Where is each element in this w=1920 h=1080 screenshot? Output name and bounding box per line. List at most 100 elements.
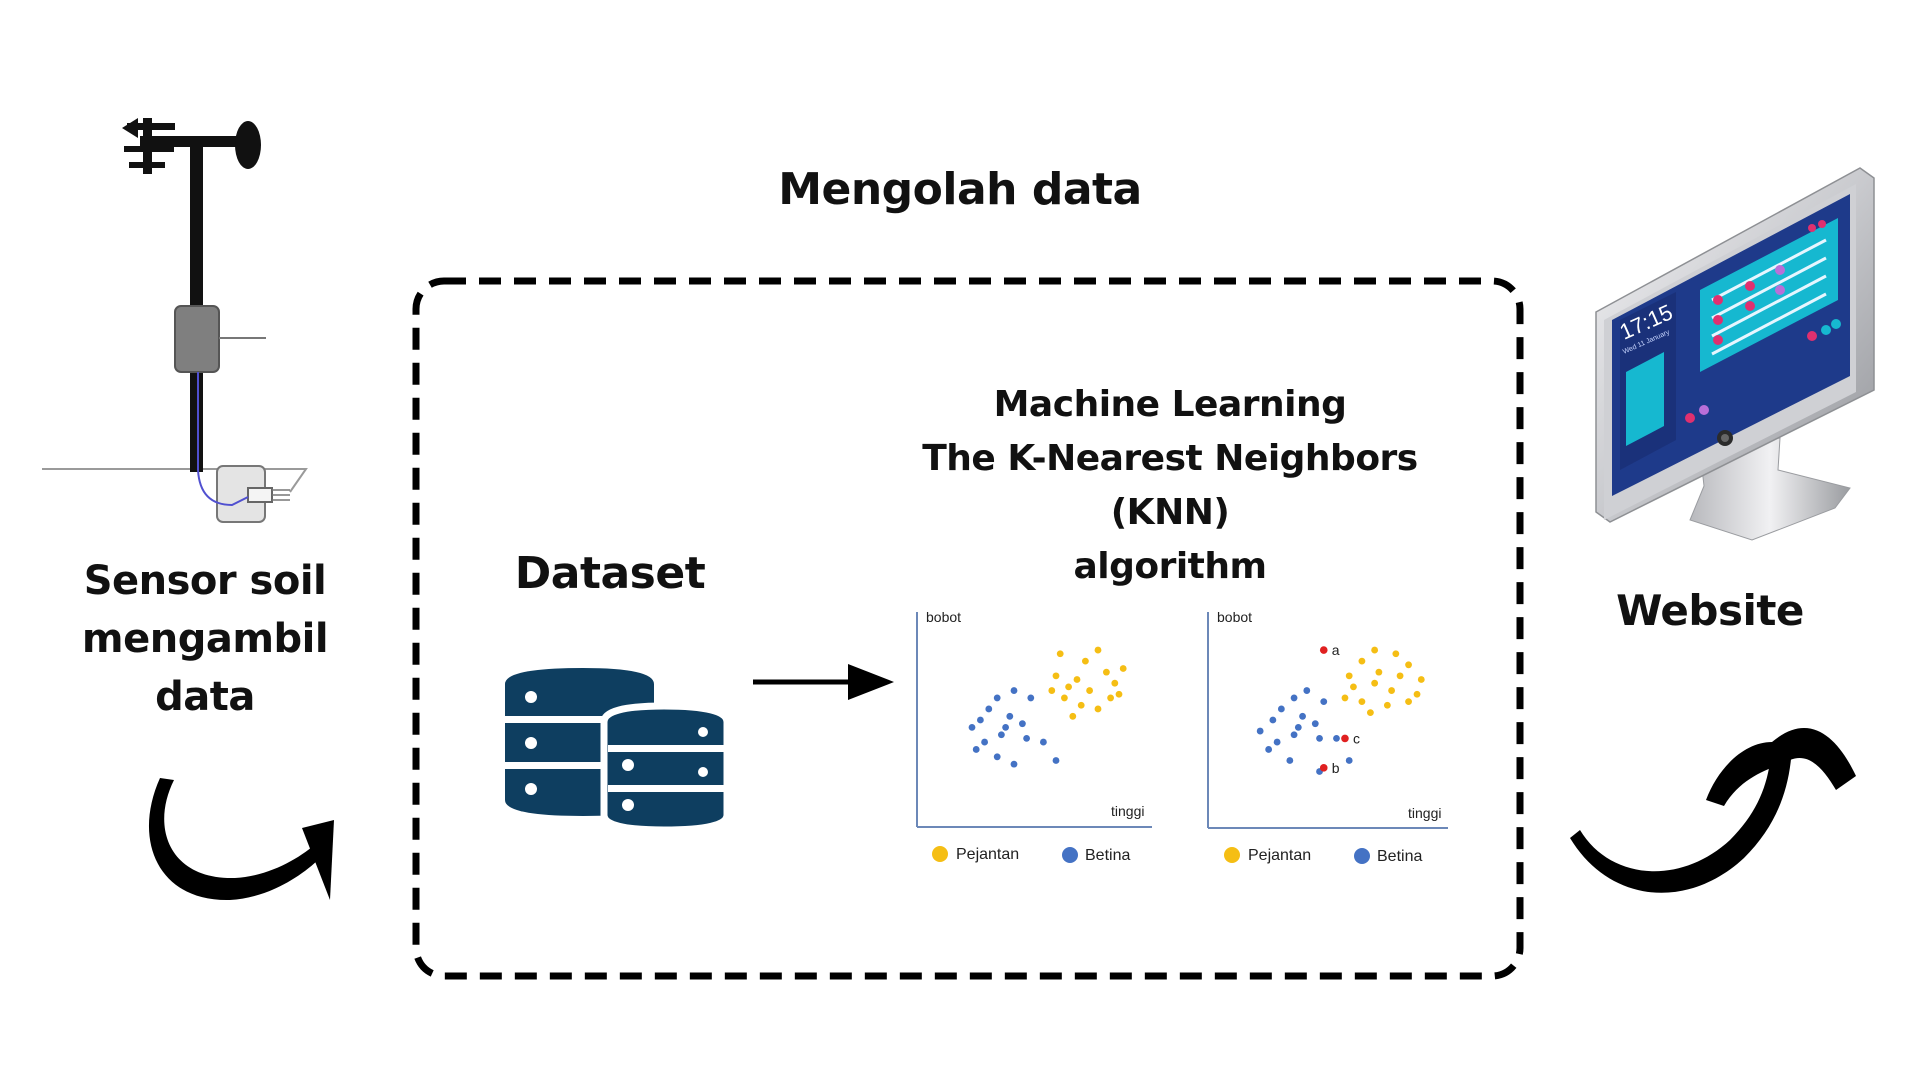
- legend-pejantan-label: Pejantan: [1248, 847, 1311, 864]
- scatter-point-betina-10: [1023, 735, 1030, 742]
- legend-pejantan-marker: [1224, 847, 1240, 863]
- scatter-point-betina-1: [1290, 694, 1298, 702]
- scatter-point-betina-16: [1027, 694, 1035, 702]
- scatter-point-betina-0: [1303, 687, 1311, 694]
- scatter-point-betina-7: [968, 723, 976, 731]
- database-icon: [505, 668, 731, 834]
- scatter-point-betina-14: [1040, 738, 1047, 746]
- scatter-point-betina-3: [1299, 712, 1306, 720]
- scatter-point-betina-2: [985, 705, 993, 713]
- scatter-point-betina-8: [981, 738, 988, 746]
- ml-caption-line-3: algorithm: [1073, 546, 1267, 587]
- curved-arrow-left: [148, 778, 334, 901]
- scatter-point-betina-13: [1010, 760, 1018, 768]
- ml-caption: Machine Learning The K-Nearest Neighbors…: [860, 378, 1480, 594]
- scatter-point-betina-11: [1265, 746, 1273, 753]
- query-point-a: [1319, 646, 1328, 654]
- scatter-point-betina-9: [998, 731, 1005, 739]
- scatter-point-pejantan-1: [1358, 657, 1366, 665]
- scatter-point-betina-11: [972, 746, 980, 753]
- scatter-point-pejantan-9: [1086, 687, 1093, 694]
- sensor-caption-line-3: data: [155, 674, 255, 720]
- scatter-point-pejantan-1: [1082, 657, 1089, 665]
- scatter-point-pejantan-0: [1371, 646, 1379, 654]
- legend-betina-marker: [1354, 848, 1370, 864]
- scatter-point-betina-12: [1286, 757, 1294, 764]
- scatter-point-pejantan-9: [1371, 679, 1379, 687]
- scatter-point-pejantan-2: [1392, 650, 1400, 658]
- scatter-point-betina-4: [1269, 716, 1277, 724]
- scatter-point-betina-2: [1277, 705, 1285, 713]
- knn-scatter-chart-query: bobot tinggi acb Pejantan Betina: [1207, 609, 1448, 865]
- scatter-point-pejantan-6: [1111, 679, 1119, 687]
- scatter-point-pejantan-14: [1069, 712, 1077, 720]
- scatter-point-pejantan-6: [1396, 672, 1404, 680]
- scatter-point-pejantan-4: [1073, 676, 1081, 683]
- scatter-point-pejantan-14: [1383, 701, 1391, 709]
- processing-box: [412, 277, 1524, 980]
- query-point-b: [1319, 764, 1328, 772]
- monitor-illustration: 17:15 Wed 11 January: [1595, 167, 1875, 541]
- ml-caption-line-1: Machine Learning: [993, 384, 1347, 425]
- query-point-label-b: b: [1332, 760, 1340, 776]
- scatter-point-pejantan-16: [1115, 690, 1123, 698]
- scatter-point-pejantan-16: [1405, 698, 1412, 705]
- scatter-point-pejantan-8: [1065, 683, 1072, 691]
- scatter-point-pejantan-11: [1413, 690, 1421, 698]
- scatter-point-pejantan-13: [1094, 705, 1102, 713]
- curved-arrow-right: [1570, 728, 1856, 893]
- sensor-caption-line-1: Sensor soil: [83, 558, 327, 604]
- chart2-query-points: a cb: [1319, 642, 1360, 776]
- scatter-point-betina-4: [977, 716, 984, 724]
- scatter-point-pejantan-3: [1052, 672, 1060, 680]
- scatter-point-pejantan-4: [1345, 672, 1353, 680]
- scatter-point-betina-5: [1002, 723, 1009, 731]
- heading-processing: Mengolah data: [778, 164, 1142, 215]
- knn-scatter-chart-training: bobot tinggi Pejantan Betina: [916, 609, 1152, 864]
- chart2-points: [1256, 646, 1425, 775]
- chart1-xlabel: tinggi: [1111, 803, 1144, 819]
- scatter-point-betina-10: [1316, 735, 1323, 742]
- scatter-point-betina-15: [1345, 757, 1353, 764]
- scatter-point-betina-6: [1019, 720, 1026, 728]
- dataset-caption: Dataset: [514, 548, 706, 599]
- legend-betina-marker: [1062, 847, 1078, 863]
- scatter-point-pejantan-12: [1341, 694, 1349, 702]
- website-caption: Website: [1616, 586, 1804, 635]
- scatter-point-pejantan-7: [1119, 665, 1127, 672]
- scatter-point-betina-1: [993, 694, 1001, 702]
- scatter-point-betina-9: [1290, 731, 1298, 739]
- scatter-point-pejantan-15: [1367, 709, 1374, 717]
- scatter-point-betina-6: [1311, 720, 1319, 728]
- ml-caption-line-2: The K-Nearest Neighbors (KNN): [922, 438, 1418, 533]
- scatter-point-pejantan-7: [1417, 676, 1425, 683]
- legend-betina-label: Betina: [1377, 848, 1422, 865]
- query-point-c: [1341, 734, 1349, 743]
- scatter-point-pejantan-2: [1094, 646, 1102, 654]
- scatter-point-betina-3: [1006, 712, 1014, 720]
- scatter-point-betina-12: [993, 753, 1001, 761]
- scatter-point-betina-8: [1273, 738, 1281, 746]
- scatter-point-betina-0: [1010, 687, 1018, 694]
- query-point-label-c: c: [1353, 730, 1360, 746]
- scatter-point-pejantan-5: [1375, 668, 1383, 676]
- legend-betina-label: Betina: [1085, 847, 1130, 864]
- scatter-point-pejantan-13: [1358, 698, 1366, 705]
- scatter-point-pejantan-11: [1061, 694, 1068, 702]
- sensor-caption-line-2: mengambil: [81, 616, 329, 662]
- scatter-point-pejantan-3: [1405, 661, 1412, 669]
- chart1-ylabel: bobot: [926, 609, 961, 625]
- chart2-ylabel: bobot: [1217, 609, 1252, 625]
- scatter-point-betina-14: [1333, 735, 1340, 742]
- scatter-point-betina-7: [1256, 727, 1264, 735]
- scatter-point-pejantan-0: [1056, 650, 1064, 658]
- scatter-point-betina-15: [1052, 757, 1060, 764]
- sensor-station-illustration: [42, 118, 308, 523]
- scatter-point-pejantan-10: [1107, 694, 1114, 702]
- sensor-caption: Sensor soil mengambil data: [40, 552, 370, 726]
- query-point-label-a: a: [1332, 642, 1340, 658]
- chart1-points: [968, 646, 1127, 768]
- scatter-point-pejantan-5: [1103, 668, 1110, 676]
